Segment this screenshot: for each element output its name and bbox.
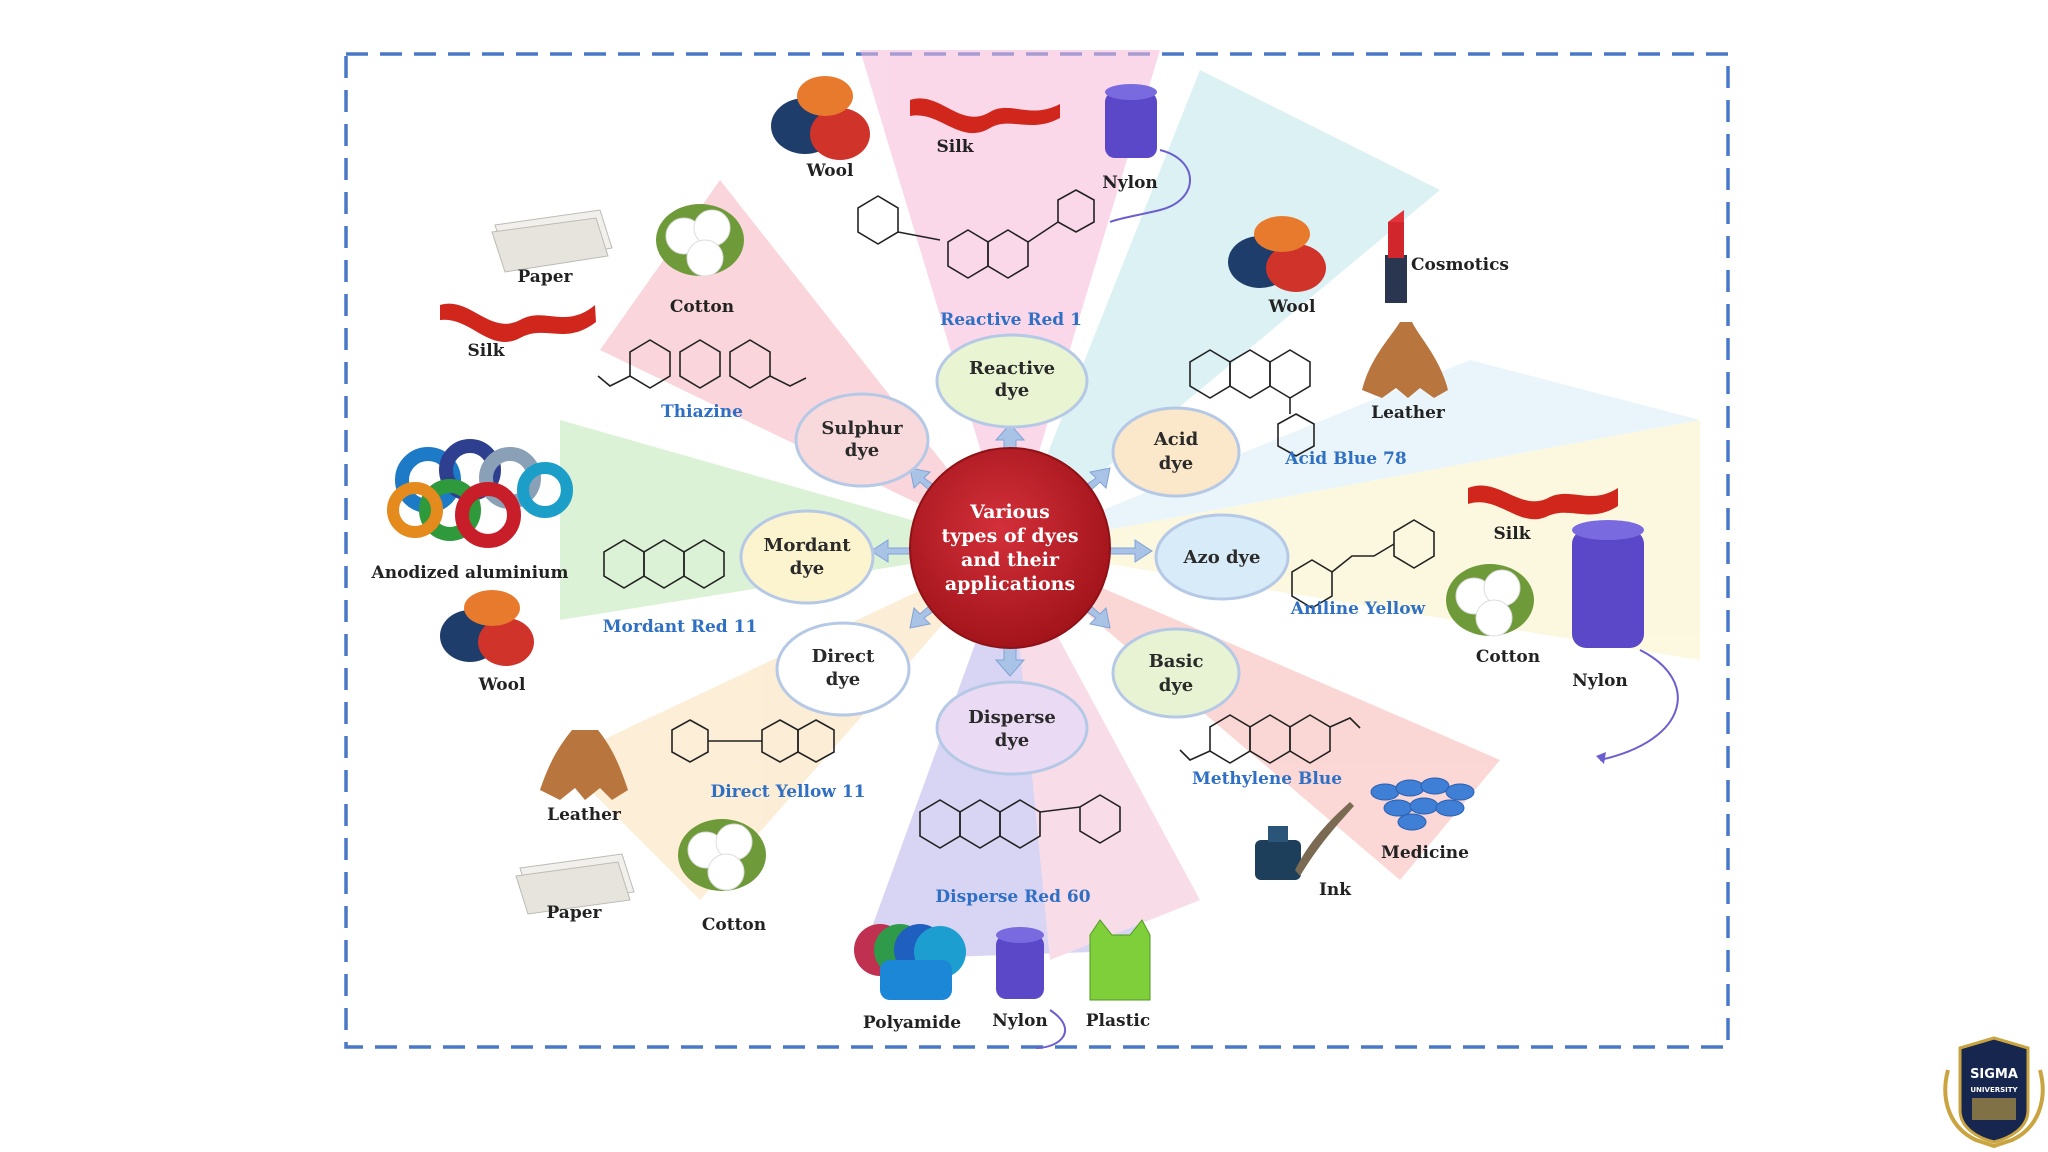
wedge-extra — [1010, 548, 1200, 960]
dye-disperse-line-1: Disperse — [968, 707, 1056, 728]
cotton-boll-right-icon — [1446, 564, 1534, 637]
dye-direct: Direct dye — [775, 621, 911, 717]
app-label-nylon-right: Nylon — [1572, 671, 1628, 691]
dye-mordant-line-1: Mordant — [763, 535, 851, 556]
app-label-polyamide: Polyamide — [863, 1013, 961, 1033]
app-label-nylon-bottom: Nylon — [992, 1011, 1048, 1031]
nylon-spool-bottom-icon — [996, 927, 1066, 1049]
app-label-medicine: Medicine — [1381, 843, 1469, 863]
cotton-boll-icon — [656, 204, 744, 277]
dye-direct-line-2: dye — [826, 669, 861, 690]
silk-ribbon-left-icon — [440, 303, 596, 342]
nylon-spool-right-icon — [1572, 520, 1679, 764]
hub-line-2: types of dyes — [941, 525, 1078, 547]
dye-azo: Azo dye — [1154, 513, 1290, 601]
wedge-acid — [1010, 70, 1440, 548]
leather-hide-right-icon — [1362, 322, 1448, 398]
dye-disperse-line-2: dye — [995, 730, 1030, 751]
molecule-acid-blue-78 — [1189, 349, 1315, 457]
anodized-rings-icon — [387, 439, 573, 548]
app-label-cotton-top: Cotton — [670, 297, 734, 317]
wool-yarn-left-icon — [440, 590, 534, 666]
wool-yarn-right-icon — [1228, 216, 1326, 292]
chem-label-disperse-red-60: Disperse Red 60 — [935, 887, 1090, 907]
molecule-reactive-red-1 — [857, 189, 1095, 279]
dye-sulphur-line-1: Sulphur — [821, 418, 903, 439]
dye-mordant-line-2: dye — [790, 558, 825, 579]
app-label-cotton-right: Cotton — [1476, 647, 1540, 667]
app-label-wool-top: Wool — [806, 161, 854, 181]
wedge-reactive — [860, 50, 1160, 548]
central-hub: Various types of dyes and their applicat… — [909, 447, 1111, 649]
app-label-wool-right: Wool — [1268, 297, 1316, 317]
chem-label-mordant-red-11: Mordant Red 11 — [603, 617, 758, 637]
app-label-silk-top: Silk — [937, 137, 975, 157]
medicine-tablets-icon — [1370, 777, 1475, 831]
logo-line-2: UNIVERSITY — [1970, 1086, 2018, 1094]
dye-sulphur: Sulphur dye — [794, 392, 930, 488]
cotton-boll-bottom-icon — [678, 819, 766, 891]
polyamide-spools-icon — [854, 924, 966, 1000]
wool-yarn-icon — [771, 76, 870, 160]
dye-reactive: Reactive dye — [935, 333, 1089, 429]
app-label-paper-top: Paper — [517, 267, 573, 287]
dye-sulphur-line-2: dye — [845, 440, 880, 461]
app-label-anodized-aluminium: Anodized aluminium — [371, 563, 569, 583]
molecule-methylene-blue — [1179, 714, 1361, 764]
dye-basic: Basic dye — [1111, 627, 1241, 719]
wedge-direct — [560, 548, 1010, 900]
ink-bottle-icon — [1255, 802, 1354, 880]
app-label-silk-left: Silk — [468, 341, 506, 361]
app-label-wool-left: Wool — [478, 675, 526, 695]
silk-ribbon-icon — [910, 98, 1060, 134]
dye-mordant: Mordant dye — [739, 509, 875, 605]
plastic-bag-icon — [1089, 919, 1151, 1001]
dye-disperse: Disperse dye — [935, 680, 1089, 776]
app-label-cotton-bottom: Cotton — [702, 915, 766, 935]
dye-acid-line-2: dye — [1159, 453, 1194, 474]
silk-ribbon-right-icon — [1468, 485, 1618, 520]
hub-line-4: applications — [945, 573, 1075, 595]
app-label-leather-right: Leather — [1371, 403, 1446, 423]
dye-reactive-line-1: Reactive — [969, 358, 1055, 379]
dye-direct-line-1: Direct — [812, 646, 875, 667]
chem-label-reactive-red-1: Reactive Red 1 — [940, 310, 1082, 330]
logo-line-1: SIGMA — [1970, 1067, 2018, 1082]
chem-label-aniline-yellow: Aniline Yellow — [1290, 599, 1426, 619]
sigma-university-logo: SIGMA UNIVERSITY — [1943, 1036, 2045, 1149]
chem-label-direct-yellow-11: Direct Yellow 11 — [710, 782, 865, 802]
app-label-plastic: Plastic — [1086, 1011, 1151, 1031]
wedge-azo-upper — [1010, 360, 1700, 548]
chem-label-acid-blue-78: Acid Blue 78 — [1284, 449, 1406, 469]
dye-reactive-line-2: dye — [995, 380, 1030, 401]
app-label-nylon-top: Nylon — [1102, 173, 1158, 193]
dye-acid: Acid dye — [1111, 406, 1241, 498]
paper-stack-icon — [491, 209, 613, 273]
app-label-leather-left: Leather — [547, 805, 622, 825]
hub-line-3: and their — [961, 549, 1060, 571]
chem-label-thiazine: Thiazine — [661, 402, 743, 422]
molecule-disperse-red-60 — [919, 794, 1121, 849]
paper-stack-bottom-icon — [515, 853, 635, 915]
molecule-direct-yellow-11 — [671, 719, 835, 763]
dye-basic-line-2: dye — [1159, 675, 1194, 696]
nylon-spool-icon — [1105, 84, 1191, 223]
app-label-paper-bottom: Paper — [546, 903, 602, 923]
molecule-mordant-red-11 — [603, 539, 725, 589]
hub-line-1: Various — [969, 501, 1050, 523]
app-label-cosmetics: Cosmotics — [1411, 255, 1509, 275]
lipstick-icon — [1385, 210, 1407, 303]
molecule-aniline-yellow — [1291, 519, 1435, 609]
app-label-silk-right: Silk — [1494, 524, 1532, 544]
dye-azo-line-1: Azo dye — [1183, 547, 1261, 568]
app-label-ink: Ink — [1319, 880, 1352, 900]
leather-hide-icon — [540, 730, 628, 800]
dye-acid-line-1: Acid — [1153, 429, 1199, 450]
chem-label-methylene-blue: Methylene Blue — [1192, 769, 1342, 789]
molecule-thiazine — [597, 339, 807, 389]
dye-basic-line-1: Basic — [1149, 651, 1204, 672]
